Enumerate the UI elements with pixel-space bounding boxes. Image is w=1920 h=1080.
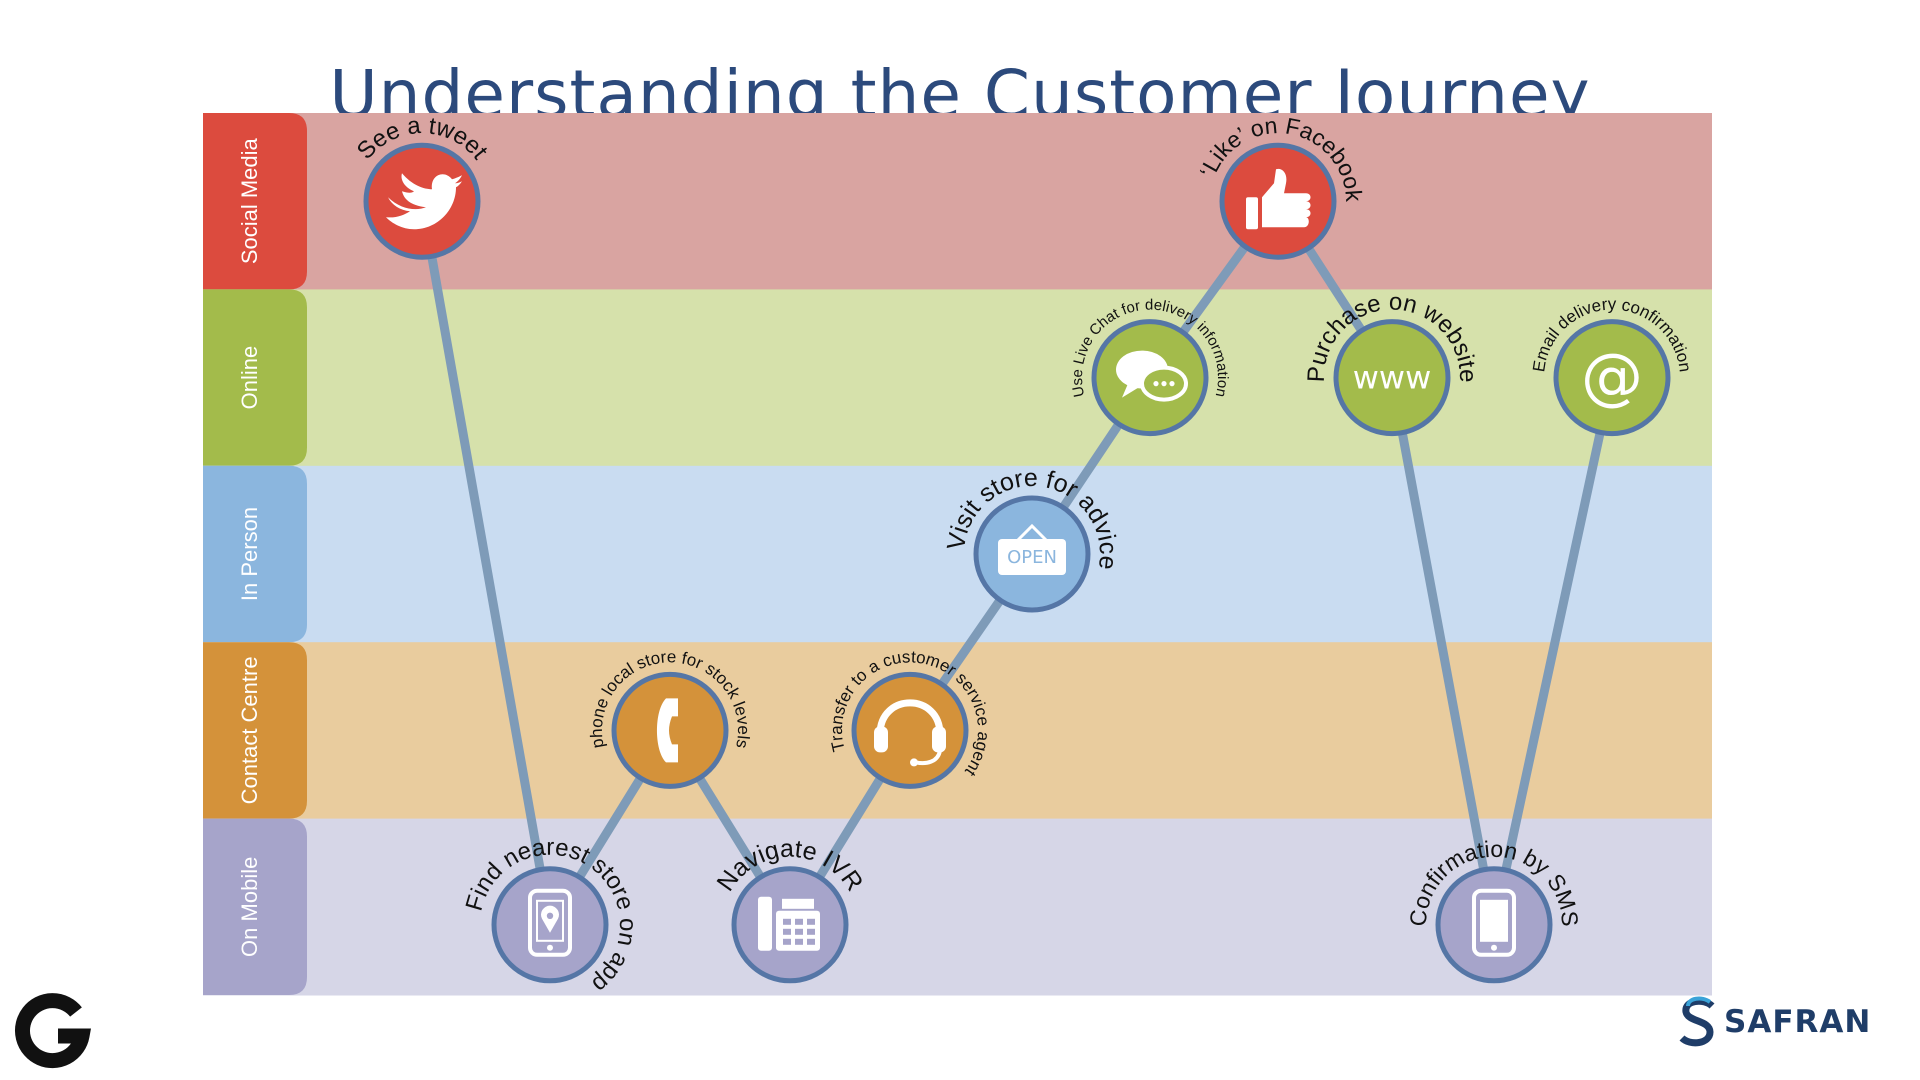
open-sign-icon: OPEN [998, 523, 1066, 575]
safran-s-mark-icon [1679, 996, 1715, 1047]
journey-connector [417, 196, 555, 930]
lane-band [203, 465, 1712, 643]
www-icon-label: www [1353, 359, 1432, 397]
smartphone-icon [1472, 888, 1516, 957]
twitter-bird-icon [386, 173, 462, 230]
g-logo-icon [15, 993, 92, 1069]
lane-label: Contact Centre [237, 656, 262, 804]
lane-tab [203, 289, 307, 466]
headset-icon [874, 699, 946, 767]
step-circle [1553, 319, 1671, 437]
lane-label: On Mobile [237, 857, 262, 957]
phone-handset-icon [657, 698, 678, 763]
map-pin-phone-icon [528, 888, 572, 957]
step-circle [1333, 319, 1451, 437]
step-circle [611, 671, 729, 789]
www-icon: www [1353, 359, 1432, 397]
lane-label: In Person [237, 507, 262, 601]
at-sign-icon-label: @ [1581, 340, 1643, 413]
safran-logo: SAFRAN [1676, 996, 1871, 1048]
chat-bubbles-icon [1116, 350, 1188, 402]
lane-tab [203, 465, 307, 643]
at-sign-icon: @ [1581, 340, 1643, 413]
lane-tab [203, 113, 307, 290]
desk-phone-icon [758, 896, 820, 951]
lane-label: Online [237, 346, 262, 410]
step-circle [851, 671, 969, 789]
lane-label: Social Media [237, 137, 262, 264]
journey-connector [1489, 373, 1617, 930]
journey-step: @Email delivery confirmation [1529, 295, 1695, 437]
lane-tab [203, 818, 307, 995]
journey-connector [1387, 373, 1499, 930]
open-sign-label: OPEN [1007, 547, 1057, 568]
lane-band [203, 289, 1712, 467]
thumbs-up-icon [1246, 168, 1311, 230]
lane-tab [203, 642, 307, 819]
safran-logo-text: SAFRAN [1724, 1004, 1872, 1040]
